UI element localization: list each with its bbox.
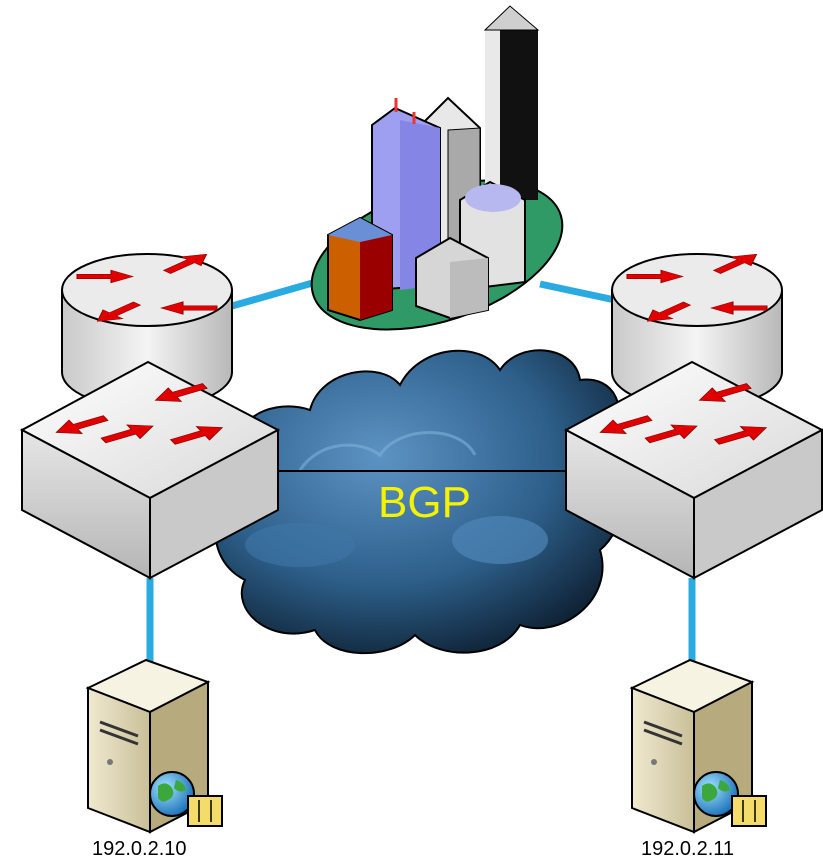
links [146, 278, 696, 668]
switch-left [19, 360, 281, 580]
server-left-ip-label: 192.0.2.10 [92, 838, 187, 860]
server-left [85, 658, 223, 834]
link-city-router-right [539, 280, 616, 304]
server-right-ip-label: 192.0.2.11 [641, 838, 735, 860]
switch-right [563, 360, 823, 580]
bgp-cloud [214, 349, 628, 655]
link-router-left-city [231, 278, 317, 310]
city-buildings-icon [310, 5, 564, 331]
server-right [629, 658, 767, 834]
router-right [611, 249, 783, 409]
router-left [61, 249, 233, 409]
bgp-label: BGP [378, 478, 471, 527]
